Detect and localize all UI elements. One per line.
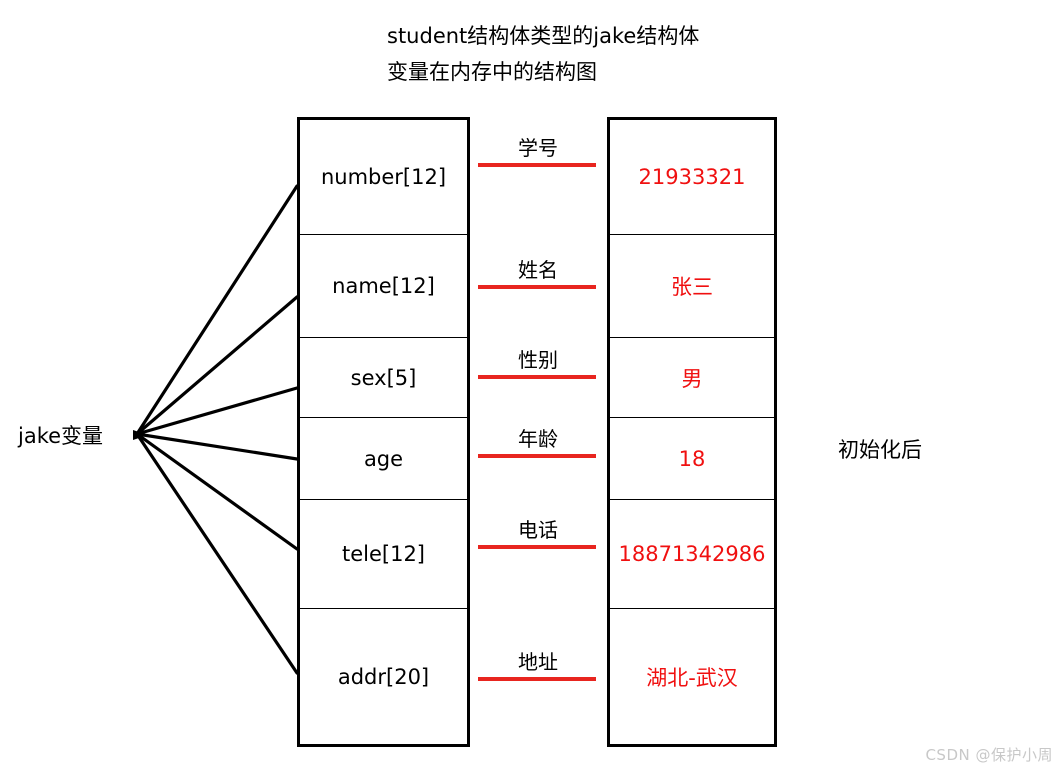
fan-arrow-head (133, 430, 148, 440)
connector-tele: 电话 (478, 518, 598, 549)
struct-value-box: 21933321 张三 男 18 18871342986 湖北-武汉 (607, 117, 777, 747)
connector-label: 年龄 (518, 427, 558, 451)
variable-label: jake变量 (18, 424, 104, 448)
initialized-note: 初始化后 (838, 438, 922, 462)
connector-number: 学号 (478, 136, 598, 167)
connector-label: 学号 (518, 136, 558, 160)
table-row: 21933321 (610, 120, 774, 235)
field-name: number[12] (320, 165, 447, 189)
fan-line-tele (135, 432, 299, 551)
field-value: 18 (678, 446, 706, 471)
connector-label: 姓名 (518, 258, 558, 282)
table-row: addr[20] (300, 609, 467, 744)
table-row: 18 (610, 418, 774, 500)
fan-line-name (135, 295, 299, 436)
connector-label: 性别 (518, 348, 558, 372)
title-line-2: 变量在内存中的结构图 (387, 60, 597, 84)
table-row: 18871342986 (610, 500, 774, 609)
title-line-1: student结构体类型的jake结构体 (387, 24, 700, 48)
field-value: 男 (681, 366, 703, 391)
connector-label: 地址 (518, 650, 558, 674)
connector-rule (478, 375, 596, 379)
field-name: name[12] (332, 274, 435, 298)
connector-rule (478, 677, 596, 681)
fan-line-age (135, 432, 299, 461)
field-value: 18871342986 (618, 542, 766, 566)
fan-line-sex (135, 386, 299, 436)
connector-rule (478, 285, 596, 289)
connector-rule (478, 454, 596, 458)
connector-rule (478, 163, 596, 167)
connector-label: 电话 (518, 518, 558, 542)
fan-line-addr (135, 432, 299, 675)
table-row: number[12] (300, 120, 467, 235)
field-name: tele[12] (341, 542, 425, 566)
table-row: 张三 (610, 235, 774, 338)
table-row: 湖北-武汉 (610, 609, 774, 744)
field-name: age (363, 446, 404, 471)
struct-field-box: number[12] name[12] sex[5] age tele[12] … (297, 117, 470, 747)
table-row: sex[5] (300, 338, 467, 418)
field-value: 21933321 (638, 165, 746, 189)
csdn-watermark: CSDN @保护小周 (925, 746, 1053, 764)
connector-addr: 地址 (478, 650, 598, 681)
fan-line-number (135, 184, 299, 436)
connector-age: 年龄 (478, 427, 598, 458)
field-name: addr[20] (337, 664, 430, 689)
field-name: sex[5] (350, 365, 417, 390)
table-row: age (300, 418, 467, 500)
page-title: student结构体类型的jake结构体 变量在内存中的结构图 (387, 18, 699, 90)
connector-rule (478, 545, 596, 549)
connector-sex: 性别 (478, 348, 598, 379)
field-value: 湖北-武汉 (646, 665, 738, 690)
connector-name: 姓名 (478, 258, 598, 289)
field-value: 张三 (671, 275, 713, 299)
table-row: name[12] (300, 235, 467, 338)
table-row: 男 (610, 338, 774, 418)
table-row: tele[12] (300, 500, 467, 609)
